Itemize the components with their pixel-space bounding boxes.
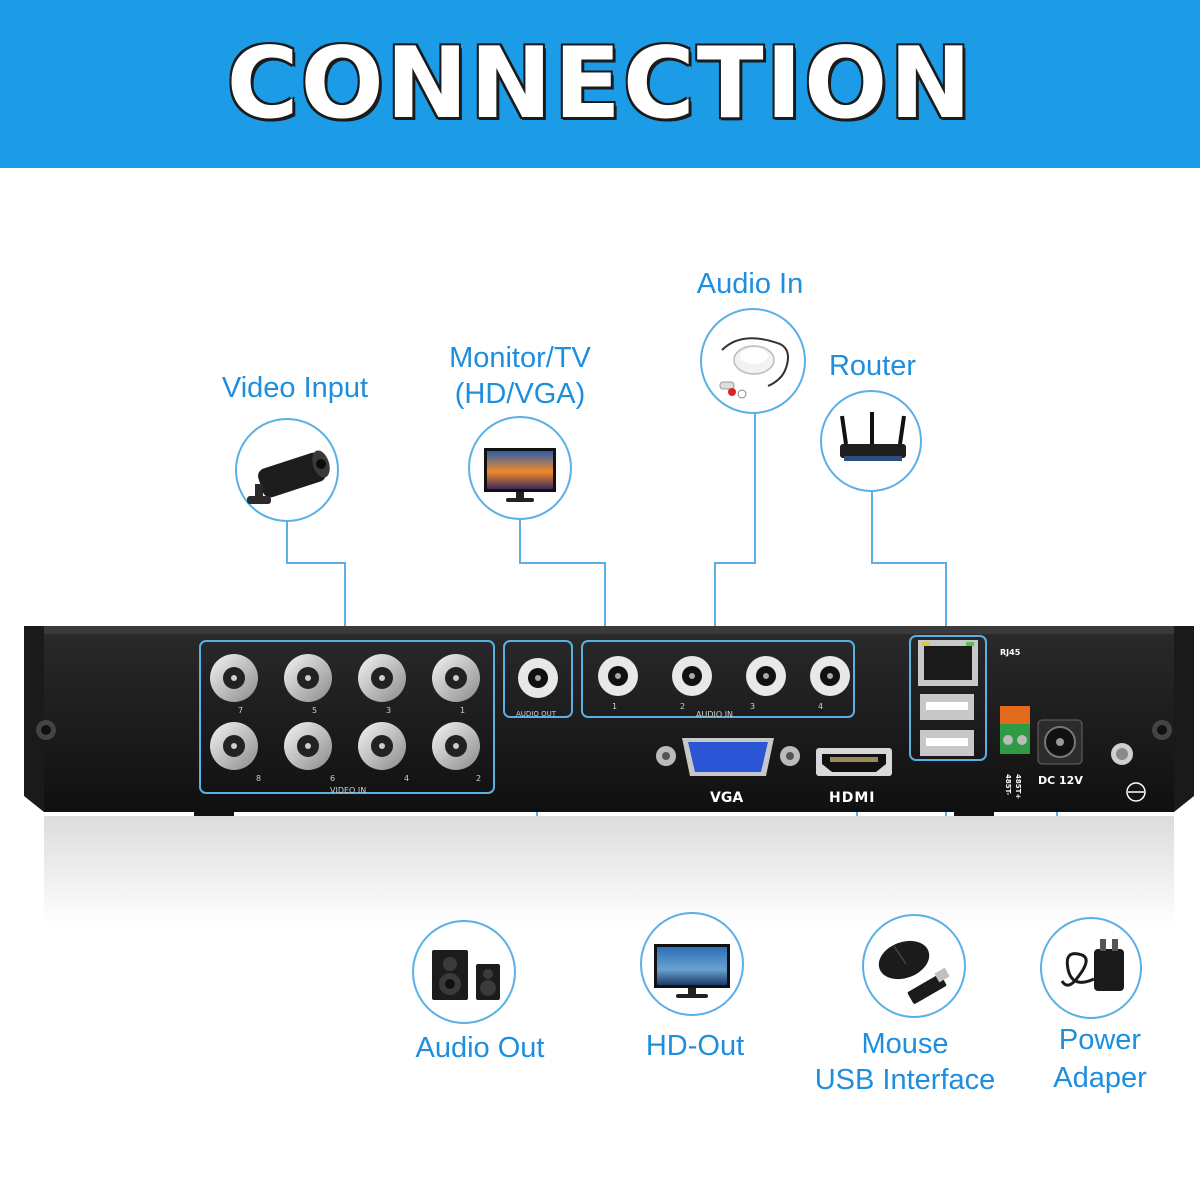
dvr-reflection [44,816,1174,926]
bnc-number-8: 8 [256,774,262,783]
cctv-camera-icon [247,450,330,504]
router-circle [820,390,922,492]
mouse-usb-circle [862,914,966,1018]
audio-in-panel-label: AUDIO IN [696,710,734,719]
audio-in-number-4: 4 [818,702,824,711]
router-label: Router [828,350,917,382]
dvr-chassis [24,626,1194,816]
hdmi-label: HDMI [829,790,876,806]
bnc-number-2: 2 [476,774,482,783]
line-audio-in [714,411,756,640]
power-label-line1: Power [1058,1024,1142,1056]
video-input-circle [235,418,339,522]
bnc-number-4: 4 [404,774,410,783]
audio-in-number-1: 1 [612,702,618,711]
rs485-minus-label: 485T- [1004,774,1012,796]
vga-label: VGA [710,790,744,806]
audio-in-circle [700,308,806,414]
mouse-icon [878,940,950,1004]
audio-in-label: Audio In [696,268,804,300]
rj45-label: RJ45 [1000,648,1021,657]
power-circle [1040,917,1142,1019]
audio-out-panel-label: AUDIO OUT [516,710,557,718]
line-video-input [286,520,346,640]
dvr-recorder: 7 5 3 1 8 6 4 2 VIDEO IN AUDIO OUT 1 2 3… [24,626,1194,816]
rs485-plus-label: 485T+ [1014,774,1022,800]
audio-in-number-2: 2 [680,702,686,711]
monitor-label-line1: Monitor/TV [449,342,591,374]
audio-out-circle [412,920,516,1024]
monitor-label-line2: (HD/VGA) [454,378,586,410]
power-adapter-icon [1060,939,1124,991]
mouse-label-line2: USB Interface [814,1064,996,1096]
bnc-number-1: 1 [460,706,466,715]
bnc-number-3: 3 [386,706,392,715]
monitor-icon [654,944,730,998]
speakers-icon [432,950,500,1000]
banner-title: CONNECTION [226,27,974,141]
hd-out-circle [640,912,744,1016]
audio-out-label: Audio Out [415,1032,545,1064]
dc-12v-label: DC 12V [1038,774,1083,787]
audio-in-number-3: 3 [750,702,756,711]
power-label-line2: Adaper [1053,1062,1147,1094]
line-router [871,490,947,640]
bnc-number-7: 7 [238,706,244,715]
hd-out-label: HD-Out [645,1030,745,1062]
bnc-number-6: 6 [330,774,336,783]
video-in-label: VIDEO IN [330,786,367,795]
microphone-icon [719,337,789,399]
bnc-number-5: 5 [312,706,318,715]
title-banner: CONNECTION [0,0,1200,168]
video-input-label: Video Input [221,372,369,404]
monitor-icon [484,448,556,502]
bnc-connectors [210,654,480,770]
mouse-label-line1: Mouse [861,1028,949,1060]
router-icon [840,412,906,461]
monitor-circle [468,416,572,520]
